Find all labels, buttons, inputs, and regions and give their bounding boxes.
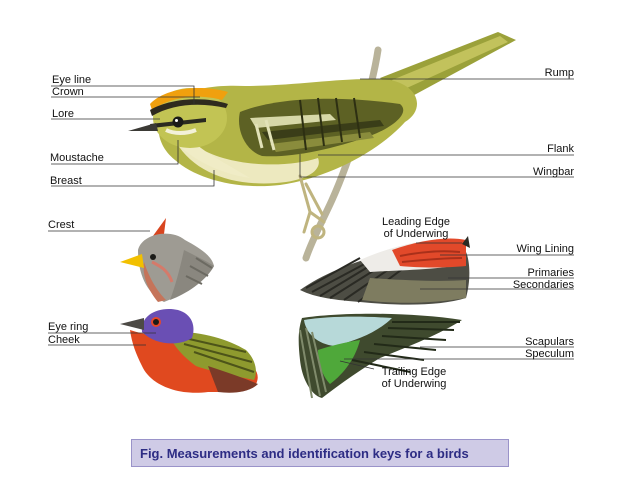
label-scapulars: Scapulars bbox=[525, 336, 574, 348]
label-breast: Breast bbox=[50, 175, 82, 187]
label-secondaries: Secondaries bbox=[512, 279, 574, 291]
label-crown: Crown bbox=[52, 86, 84, 98]
upperwing-illustration bbox=[298, 313, 462, 399]
label-wing-lining: Wing Lining bbox=[516, 243, 574, 255]
label-primaries: Primaries bbox=[527, 267, 574, 279]
label-cheek: Cheek bbox=[48, 334, 80, 346]
label-lore: Lore bbox=[52, 108, 75, 120]
cardinal-head-illustration bbox=[120, 218, 214, 302]
label-rump: Rump bbox=[544, 67, 574, 79]
leader-lines bbox=[48, 78, 574, 370]
label-speculum: Speculum bbox=[525, 348, 574, 360]
label-trailing-edge: Trailing Edge bbox=[381, 366, 447, 378]
figure-caption: Fig. Measurements and identification key… bbox=[131, 439, 509, 467]
label-eye-line: Eye line bbox=[52, 74, 92, 86]
label-flank: Flank bbox=[547, 143, 574, 155]
underwing-illustration bbox=[300, 236, 470, 305]
label-of-underwing-bottom: of Underwing bbox=[381, 378, 447, 390]
label-leading-edge: Leading Edge bbox=[382, 216, 450, 228]
label-crest: Crest bbox=[48, 219, 75, 231]
bunting-illustration bbox=[120, 308, 258, 393]
label-wingbar: Wingbar bbox=[533, 166, 574, 178]
label-eye-ring: Eye ring bbox=[48, 321, 89, 333]
kinglet-illustration bbox=[128, 32, 516, 262]
label-moustache: Moustache bbox=[50, 152, 104, 164]
label-of-underwing-top: of Underwing bbox=[383, 228, 449, 240]
